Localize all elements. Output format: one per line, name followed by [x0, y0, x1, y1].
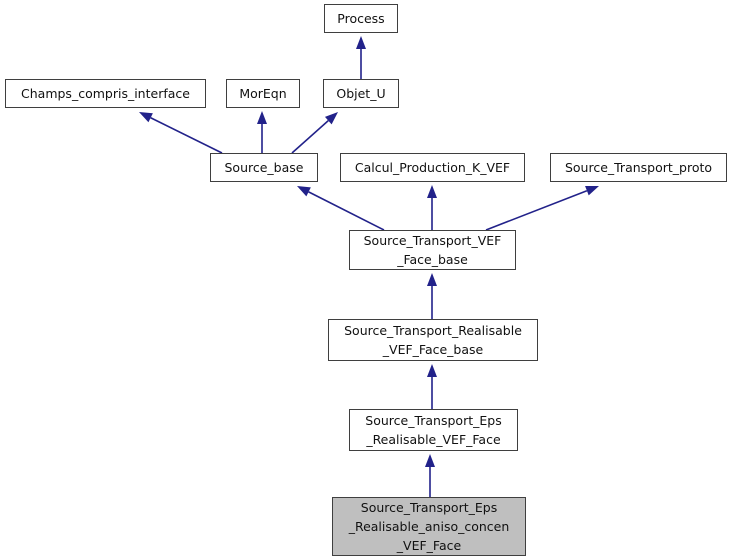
- arrow-line: [308, 191, 385, 231]
- inheritance-arrow: [427, 185, 437, 230]
- class-node-label: Source_Transport_VEF _Face_base: [363, 233, 502, 267]
- inheritance-arrow: [427, 273, 437, 319]
- arrow-line: [150, 117, 223, 154]
- arrow-head-icon: [297, 186, 311, 197]
- arrow-head-icon: [324, 112, 338, 125]
- arrow-line: [485, 189, 588, 231]
- inheritance-arrow: [356, 36, 366, 79]
- arrow-head-icon: [427, 273, 437, 286]
- class-node-source_transport_vef_face_base[interactable]: Source_Transport_VEF _Face_base: [349, 230, 516, 270]
- inheritance-arrow: [425, 454, 435, 497]
- class-node-label: Source_Transport_proto: [564, 160, 713, 175]
- inheritance-arrow: [297, 186, 385, 231]
- class-node-calcul_production_k_vef[interactable]: Calcul_Production_K_VEF: [340, 153, 525, 182]
- inheritance-arrow: [291, 112, 338, 154]
- arrow-head-icon: [139, 112, 153, 123]
- class-node-label: Objet_U: [336, 86, 386, 101]
- arrow-head-icon: [427, 185, 437, 198]
- arrow-line: [291, 120, 329, 154]
- class-node-source_base[interactable]: Source_base: [210, 153, 318, 182]
- class-node-label: Source_Transport_Eps _Realisable_VEF_Fac…: [365, 413, 502, 447]
- arrow-head-icon: [356, 36, 366, 49]
- class-node-label: Calcul_Production_K_VEF: [354, 160, 511, 175]
- arrow-head-icon: [427, 364, 437, 377]
- class-node-label: Source_base: [224, 160, 304, 175]
- class-node-champs_compris_interface[interactable]: Champs_compris_interface: [5, 79, 206, 108]
- arrow-head-icon: [257, 111, 267, 124]
- inheritance-arrow: [139, 112, 223, 154]
- class-node-label: Champs_compris_interface: [21, 86, 190, 101]
- class-node-source_transport_eps_realisable_aniso_concen_vef_face[interactable]: Source_Transport_Eps _Realisable_aniso_c…: [332, 497, 526, 556]
- class-node-label: Source_Transport_Eps _Realisable_aniso_c…: [348, 500, 510, 553]
- class-node-process[interactable]: Process: [324, 4, 398, 33]
- inheritance-arrow: [485, 186, 599, 231]
- class-node-source_transport_realisable_vef_face_base[interactable]: Source_Transport_Realisable _VEF_Face_ba…: [328, 319, 538, 361]
- class-node-label: Process: [337, 11, 385, 26]
- class-node-source_transport_proto[interactable]: Source_Transport_proto: [550, 153, 727, 182]
- inheritance-arrow: [427, 364, 437, 409]
- arrow-head-icon: [585, 186, 599, 196]
- class-node-source_transport_eps_realisable_vef_face[interactable]: Source_Transport_Eps _Realisable_VEF_Fac…: [349, 409, 518, 451]
- class-node-objet_u[interactable]: Objet_U: [323, 79, 399, 108]
- class-node-label: Source_Transport_Realisable _VEF_Face_ba…: [344, 323, 522, 357]
- class-node-moreqn[interactable]: MorEqn: [226, 79, 300, 108]
- inheritance-arrow: [257, 111, 267, 153]
- class-node-label: MorEqn: [239, 86, 287, 101]
- arrow-head-icon: [425, 454, 435, 467]
